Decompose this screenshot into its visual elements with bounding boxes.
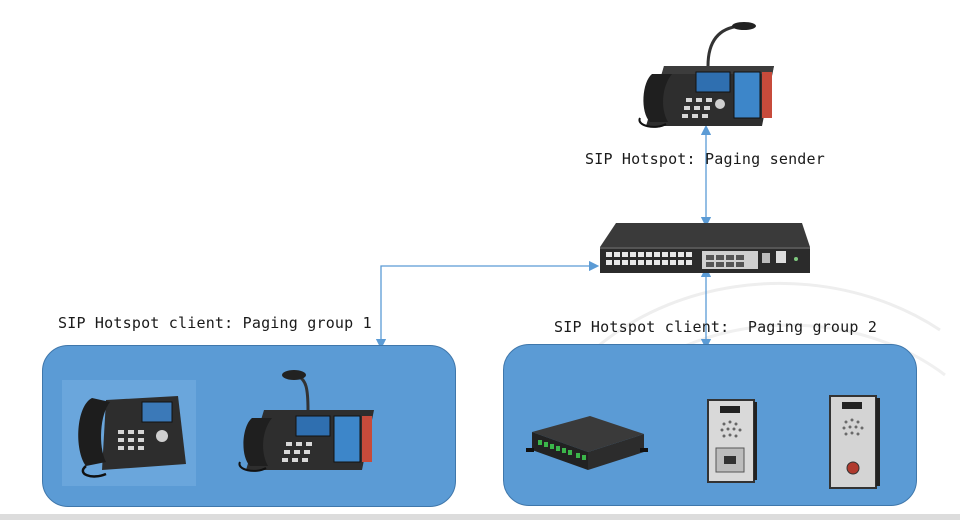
group2-label: SIP Hotspot client: Paging group 2: [554, 318, 878, 336]
audio-gateway-box-icon: [526, 416, 648, 470]
door-intercom-icon: [707, 399, 757, 483]
sender-label: SIP Hotspot: Paging sender: [585, 150, 825, 168]
switch-to-group1-link: [375, 260, 600, 350]
ip-phone-icon: [78, 396, 186, 478]
paging-console-phone-icon: [638, 22, 774, 128]
door-intercom-icon: [829, 395, 880, 489]
network-switch-icon: [600, 223, 810, 273]
bottom-divider: [0, 514, 960, 520]
ip-phone-photo-frame: [62, 380, 196, 486]
paging-console-phone-icon: [238, 370, 374, 472]
group1-label: SIP Hotspot client: Paging group 1: [58, 314, 372, 332]
